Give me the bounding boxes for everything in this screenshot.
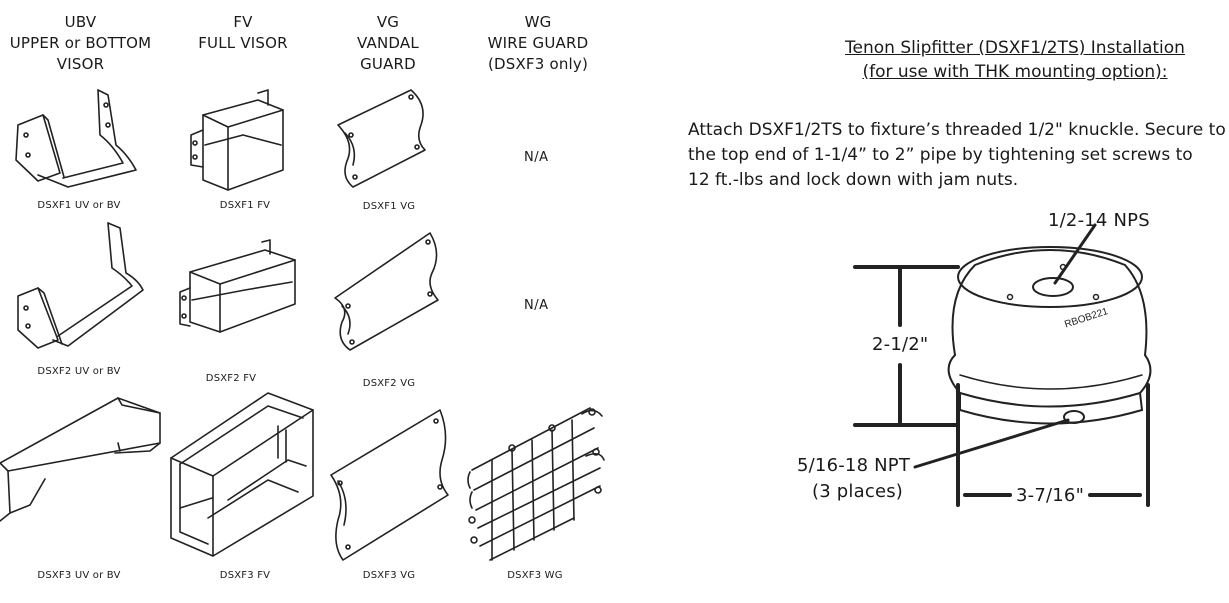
na-label: N/A: [524, 150, 549, 165]
na-label: N/A: [524, 298, 549, 313]
header-line: FV: [233, 13, 253, 31]
column-header-wg: WG WIRE GUARD (DSXF3 only): [478, 12, 598, 75]
caption-dsxf2-vg: DSXF2 VG: [362, 378, 416, 389]
caption-dsxf1-uv-bv: DSXF1 UV or BV: [37, 200, 121, 211]
dsxf2-vandal-guard-illustration: [334, 232, 439, 351]
instruction-line: Attach DSXF1/2TS to fixture’s threaded 1…: [688, 120, 1226, 140]
caption-dsxf3-wg: DSXF3 WG: [507, 570, 563, 581]
installation-instructions: Attach DSXF1/2TS to fixture’s threaded 1…: [688, 118, 1228, 193]
height-dimension-label: 2-1/2": [872, 334, 929, 355]
header-line: WG: [524, 13, 552, 31]
header-line: GUARD: [360, 55, 416, 73]
column-header-fv: FV FULL VISOR: [178, 12, 308, 54]
caption-dsxf3-vg: DSXF3 VG: [362, 570, 416, 581]
column-header-vg: VG VANDAL GUARD: [333, 12, 443, 75]
header-line: FULL VISOR: [198, 34, 288, 52]
header-line: VANDAL: [357, 34, 419, 52]
dsxf3-full-visor-illustration: [170, 392, 314, 557]
header-line: WIRE GUARD: [487, 34, 589, 52]
dsxf3-visor-illustration: [0, 397, 161, 522]
caption-dsxf1-fv: DSXF1 FV: [219, 200, 271, 211]
top-thread-label: 1/2-14 NPS: [1048, 210, 1150, 231]
title-line: (for use with THK mounting option):: [862, 62, 1168, 82]
set-screw-label: 5/16-18 NPT: [797, 455, 911, 476]
caption-dsxf2-uv-bv: DSXF2 UV or BV: [37, 366, 121, 377]
column-header-ubv: UBV UPPER or BOTTOM VISOR: [8, 12, 153, 75]
caption-dsxf2-fv: DSXF2 FV: [205, 373, 257, 384]
title-line: Tenon Slipfitter (DSXF1/2TS) Installatio…: [845, 38, 1185, 58]
dsxf2-visor-illustration: [17, 222, 144, 349]
width-dimension-label: 3-7/16": [1016, 485, 1085, 506]
header-line: (DSXF3 only): [487, 55, 589, 73]
set-screw-quantity-label: (3 places): [812, 481, 904, 502]
header-line: UBV: [64, 13, 97, 31]
instruction-line: the top end of 1-1/4” to 2” pipe by tigh…: [688, 145, 1193, 165]
header-line: UPPER or BOTTOM: [9, 34, 152, 52]
slipfitter-dimension-drawing: RBOB221: [853, 223, 1152, 507]
dsxf1-full-visor-illustration: [190, 89, 284, 191]
caption-dsxf3-fv: DSXF3 FV: [219, 570, 271, 581]
part-mark-text: RBOB221: [1063, 306, 1110, 331]
header-line: VG: [376, 13, 400, 31]
dsxf3-wire-guard-illustration: [467, 407, 605, 561]
dsxf1-vandal-guard-illustration: [337, 89, 426, 188]
header-line: VISOR: [56, 55, 105, 73]
dsxf3-vandal-guard-illustration: [330, 409, 449, 561]
dsxf1-visor-illustration: [15, 89, 137, 188]
caption-dsxf3-uv-bv: DSXF3 UV or BV: [37, 570, 121, 581]
installation-title: Tenon Slipfitter (DSXF1/2TS) Installatio…: [690, 36, 1229, 84]
instruction-line: 12 ft.-lbs and lock down with jam nuts.: [688, 170, 1019, 190]
dsxf2-full-visor-illustration: [179, 239, 296, 333]
caption-dsxf1-vg: DSXF1 VG: [362, 201, 416, 212]
